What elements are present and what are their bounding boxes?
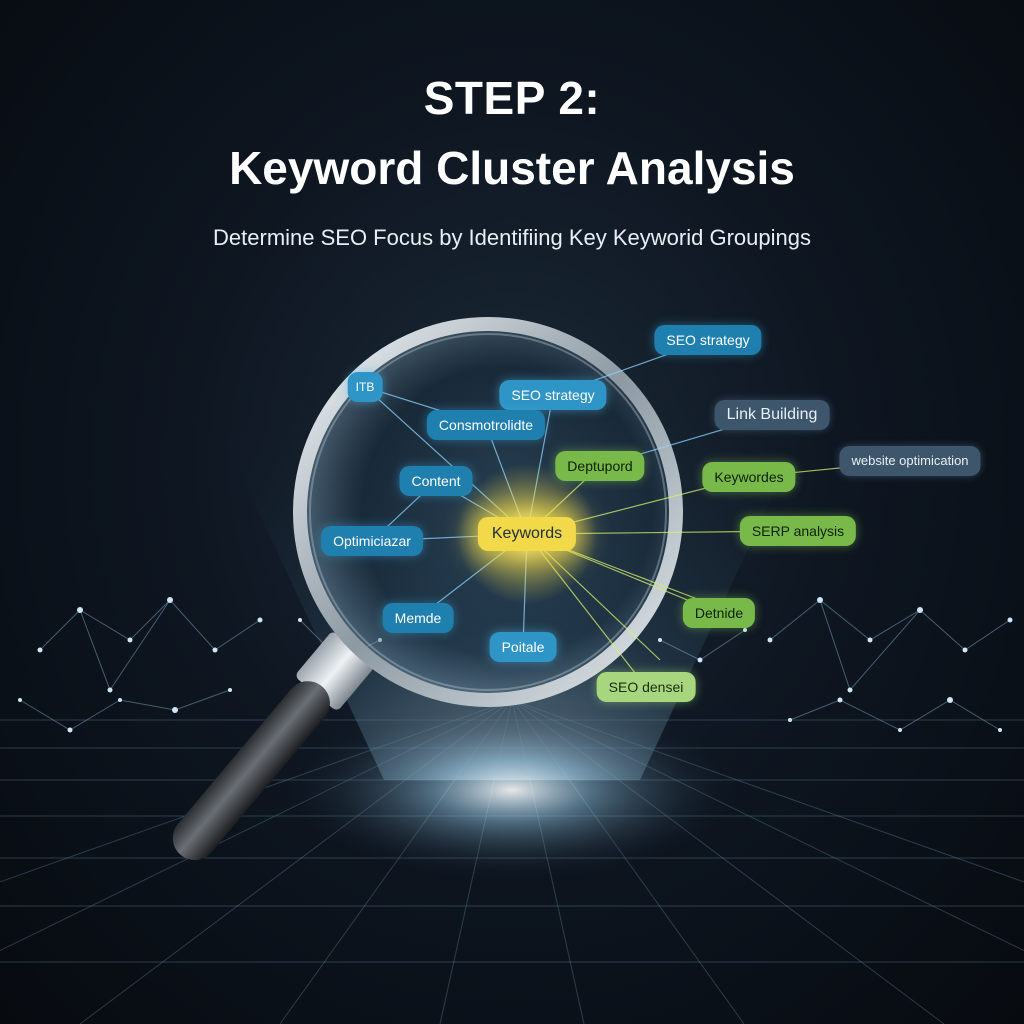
node-optimization: Optimiciazar [321, 526, 423, 556]
node-website-optimization: website optimication [839, 446, 981, 476]
node-seo-strategy-outer: SEO strategy [654, 325, 762, 355]
node-center-keywords: Keywords [477, 517, 577, 551]
main-title: Keyword Cluster Analysis [229, 142, 795, 194]
node-portable: Poitale [489, 632, 557, 662]
node-serp-analysis: SERP analysis [739, 516, 857, 546]
node-link-building: Link Building [714, 400, 830, 430]
node-define: Detnide [682, 598, 756, 628]
subtitle: Determine SEO Focus by Identifiing Key K… [213, 225, 811, 250]
node-keywords-outer: Keywordes [702, 462, 796, 492]
node-seo-strategy-inner: SEO strategy [499, 380, 607, 410]
node-module: Memde [382, 603, 454, 633]
node-seo-density: SEO densei [596, 672, 696, 702]
node-partial-left: ITB [347, 372, 383, 402]
node-construction: Consmotrolidte [426, 410, 546, 440]
step-title: STEP 2: [423, 72, 601, 124]
node-deployment: Deptupord [555, 451, 645, 481]
node-content: Content [399, 466, 473, 496]
